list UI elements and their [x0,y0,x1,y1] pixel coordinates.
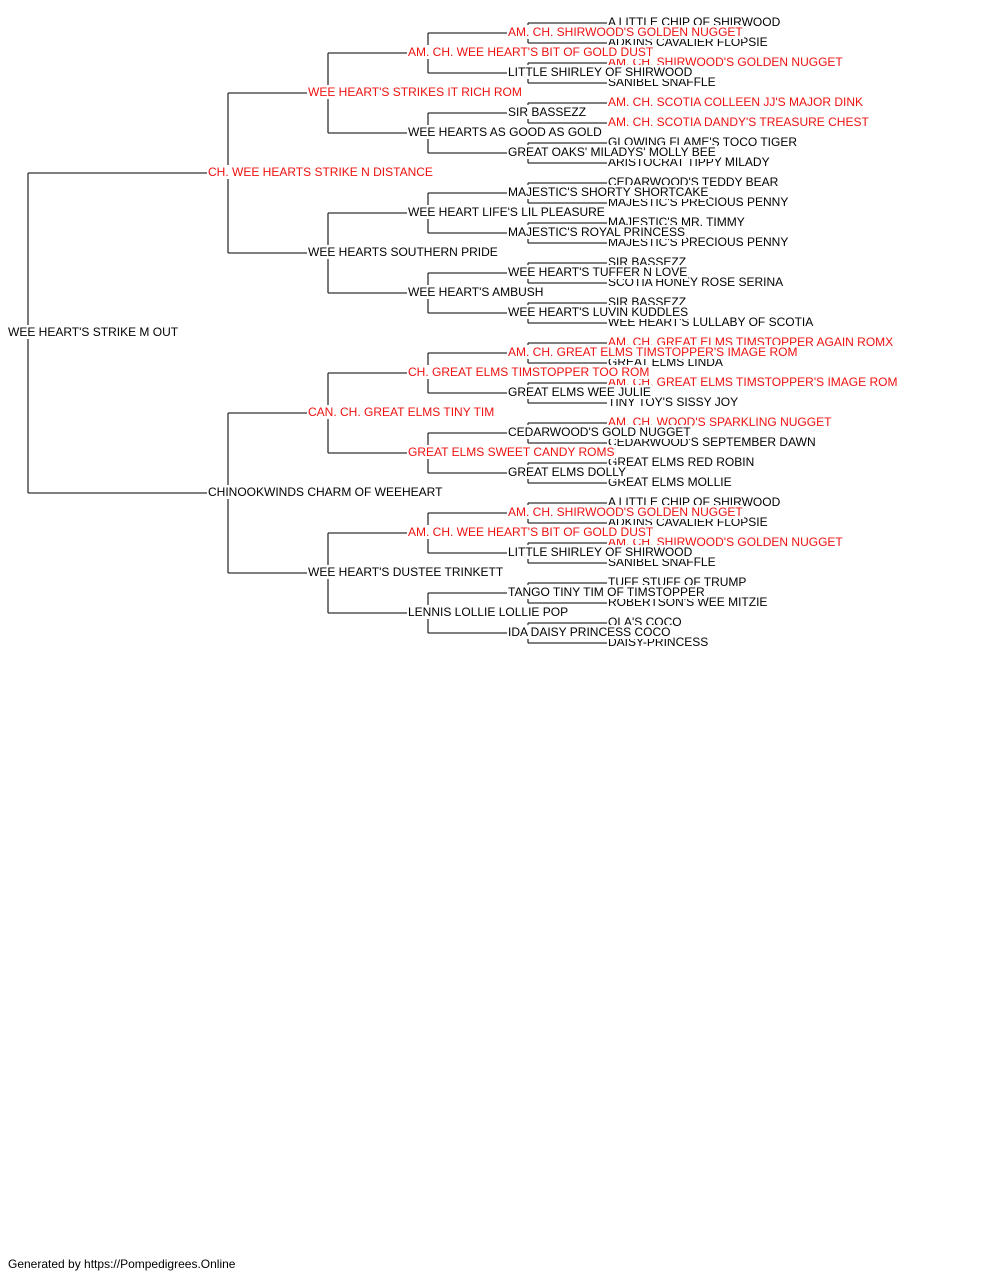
pedigree-name-sire-gen2: WEE HEART'S STRIKES IT RICH ROM [307,85,523,99]
pedigree-name-dam-gen4: LITTLE SHIRLEY OF SHIRWOOD [507,545,694,559]
pedigree-name-sire-gen2: CAN. CH. GREAT ELMS TINY TIM [307,405,496,419]
pedigree-name-sire-gen4: AM. CH. SHIRWOOD'S GOLDEN NUGGET [507,505,744,519]
pedigree-name-dam-gen2: WEE HEARTS SOUTHERN PRIDE [307,245,499,259]
pedigree-name-sire-gen4: WEE HEART'S TUFFER N LOVE [507,265,689,279]
pedigree-name-sire-gen4: MAJESTIC'S SHORTY SHORTCAKE [507,185,710,199]
pedigree-name-dam-gen4: IDA DAISY PRINCESS COCO [507,625,672,639]
pedigree-name-sire-gen5: AM. CH. SCOTIA COLLEEN JJ'S MAJOR DINK [607,95,864,109]
pedigree-name-sire-gen1: CH. WEE HEARTS STRIKE N DISTANCE [207,165,434,179]
pedigree-name-dam-gen3: LENNIS LOLLIE LOLLIE POP [407,605,570,619]
pedigree-name-subject-gen0: WEE HEART'S STRIKE M OUT [7,325,180,339]
pedigree-name-sire-gen4: TANGO TINY TIM OF TIMSTOPPER [507,585,706,599]
pedigree-name-dam-gen3: WEE HEART'S AMBUSH [407,285,545,299]
pedigree-name-sire-gen4: SIR BASSEZZ [507,105,588,119]
pedigree-name-sire-gen4: AM. CH. GREAT ELMS TIMSTOPPER'S IMAGE RO… [507,345,799,359]
pedigree-name-sire-gen3: CH. GREAT ELMS TIMSTOPPER TOO ROM [407,365,651,379]
pedigree-name-dam-gen3: WEE HEARTS AS GOOD AS GOLD [407,125,603,139]
pedigree-name-sire-gen3: AM. CH. WEE HEART'S BIT OF GOLD DUST [407,45,655,59]
pedigree-name-dam-gen4: GREAT ELMS DOLLY [507,465,628,479]
pedigree-name-sire-gen3: WEE HEART LIFE'S LIL PLEASURE [407,205,606,219]
pedigree-name-dam-gen5: AM. CH. SCOTIA DANDY'S TREASURE CHEST [607,115,870,129]
pedigree-name-sire-gen5: AM. CH. GREAT ELMS TIMSTOPPER'S IMAGE RO… [607,375,899,389]
pedigree-name-sire-gen3: AM. CH. WEE HEART'S BIT OF GOLD DUST [407,525,655,539]
pedigree-name-dam-gen4: WEE HEART'S LUVIN KUDDLES [507,305,690,319]
pedigree-name-dam-gen3: GREAT ELMS SWEET CANDY ROMS [407,445,616,459]
pedigree-name-sire-gen5: GREAT ELMS RED ROBIN [607,455,756,469]
pedigree-name-dam-gen4: GREAT OAKS' MILADYS' MOLLY BEE [507,145,717,159]
pedigree-name-dam-gen2: WEE HEART'S DUSTEE TRINKETT [307,565,505,579]
footer-credit: Generated by https://Pompedigrees.Online [8,1257,236,1271]
pedigree-name-sire-gen4: CEDARWOOD'S GOLD NUGGET [507,425,692,439]
pedigree-name-sire-gen4: AM. CH. SHIRWOOD'S GOLDEN NUGGET [507,25,744,39]
pedigree-name-dam-gen4: LITTLE SHIRLEY OF SHIRWOOD [507,65,694,79]
pedigree-name-dam-gen1: CHINOOKWINDS CHARM OF WEEHEART [207,485,444,499]
pedigree-name-dam-gen5: GREAT ELMS MOLLIE [607,475,733,489]
pedigree-name-dam-gen4: GREAT ELMS WEE JULIE [507,385,652,399]
pedigree-name-dam-gen4: MAJESTIC'S ROYAL PRINCESS [507,225,686,239]
